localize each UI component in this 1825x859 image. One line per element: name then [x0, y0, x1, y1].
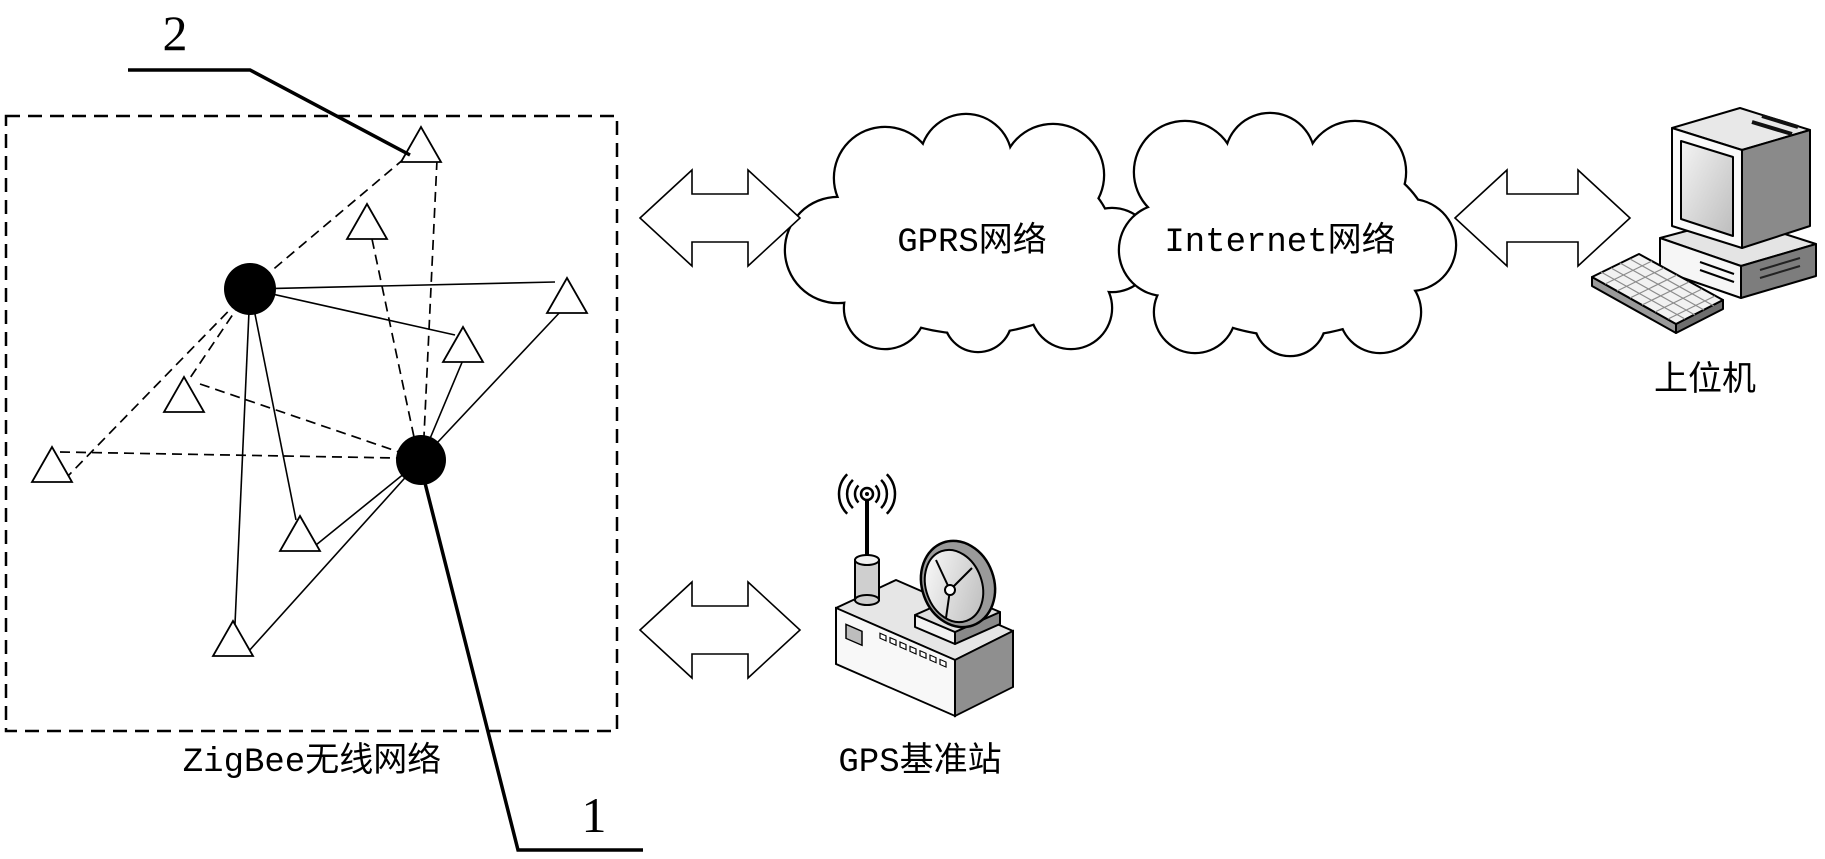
- internet-cloud: [1117, 111, 1458, 358]
- computer-vent-line: [1759, 257, 1801, 271]
- zigbee-network-label: ZigBee无线网络: [183, 741, 441, 782]
- sensor-node: [162, 375, 206, 413]
- station-led-strip: [879, 632, 947, 668]
- internet-host-double-arrow-icon: [1453, 168, 1632, 268]
- radio-waves-icon: [837, 473, 897, 515]
- gprs-cloud-fill: [786, 115, 1153, 351]
- antenna-base: [854, 554, 880, 606]
- dashed-link: [199, 383, 400, 453]
- gps-base-station-label: GPS基准站: [838, 741, 1001, 782]
- antenna-tip-dot: [865, 492, 869, 496]
- computer-case-side: [1740, 243, 1817, 299]
- callout-2-leader-line: [128, 68, 411, 157]
- sensor-node: [399, 125, 443, 163]
- monitor-vent-groove: [1751, 120, 1793, 136]
- dashed-link: [67, 288, 251, 477]
- solid-link: [249, 288, 456, 336]
- station-box-side: [954, 629, 1014, 718]
- computer-drive-slot: [1699, 269, 1735, 283]
- sensor-node: [30, 445, 74, 483]
- solid-link: [234, 288, 251, 625]
- callout-2-label: 2: [163, 5, 188, 61]
- internet-network-label: Internet网络: [1164, 221, 1395, 262]
- computer-drive-slot: [1699, 261, 1735, 275]
- computer-vent-line: [1759, 265, 1801, 279]
- dashed-link: [249, 157, 406, 290]
- sensor-node: [278, 514, 322, 552]
- callout-1-leader-line: [423, 482, 643, 852]
- zigbee-gprs-double-arrow-icon: [638, 168, 802, 268]
- callout-1-label: 1: [582, 787, 607, 843]
- dashed-link: [423, 159, 438, 437]
- coordinator-node: [396, 435, 446, 485]
- solid-link: [420, 309, 563, 461]
- satellite-dish-icon: [919, 539, 997, 629]
- callout-1: 1: [423, 482, 643, 852]
- sensor-node: [211, 619, 255, 657]
- coordinator-node: [224, 263, 276, 315]
- desktop-computer-icon: [1591, 107, 1817, 334]
- keyboard-icon: [1591, 253, 1724, 334]
- sensor-node: [545, 276, 589, 314]
- coordinator-nodes: [224, 263, 446, 485]
- gprs-network-label: GPRS网络: [897, 221, 1047, 262]
- dashed-links: [59, 157, 438, 477]
- monitor-vent-groove: [1761, 114, 1799, 129]
- gprs-cloud: [783, 112, 1156, 354]
- zigbee-boundary-box: [4, 114, 619, 733]
- solid-link: [249, 281, 556, 290]
- sensor-node: [345, 202, 389, 240]
- sensor-nodes: [30, 125, 589, 657]
- keyboard-keys: [1600, 258, 1716, 320]
- solid-link: [249, 288, 297, 521]
- internet-cloud-fill: [1120, 114, 1455, 355]
- callout-2: 2: [128, 5, 411, 157]
- dashed-link: [59, 451, 398, 459]
- gps-base-station-icon: [835, 473, 1014, 718]
- host-computer-label: 上位机: [1654, 360, 1756, 401]
- monitor-side: [1741, 129, 1811, 249]
- dashed-link: [371, 238, 415, 438]
- zigbee-network-area: ZigBee无线网络: [4, 114, 619, 782]
- sensor-node: [441, 325, 485, 363]
- solid-link: [247, 459, 422, 653]
- station-indicator-panel: [845, 623, 863, 647]
- zigbee-gps-double-arrow-icon: [638, 580, 802, 680]
- keyboard-top: [1591, 253, 1724, 325]
- monitor-screen: [1680, 140, 1734, 237]
